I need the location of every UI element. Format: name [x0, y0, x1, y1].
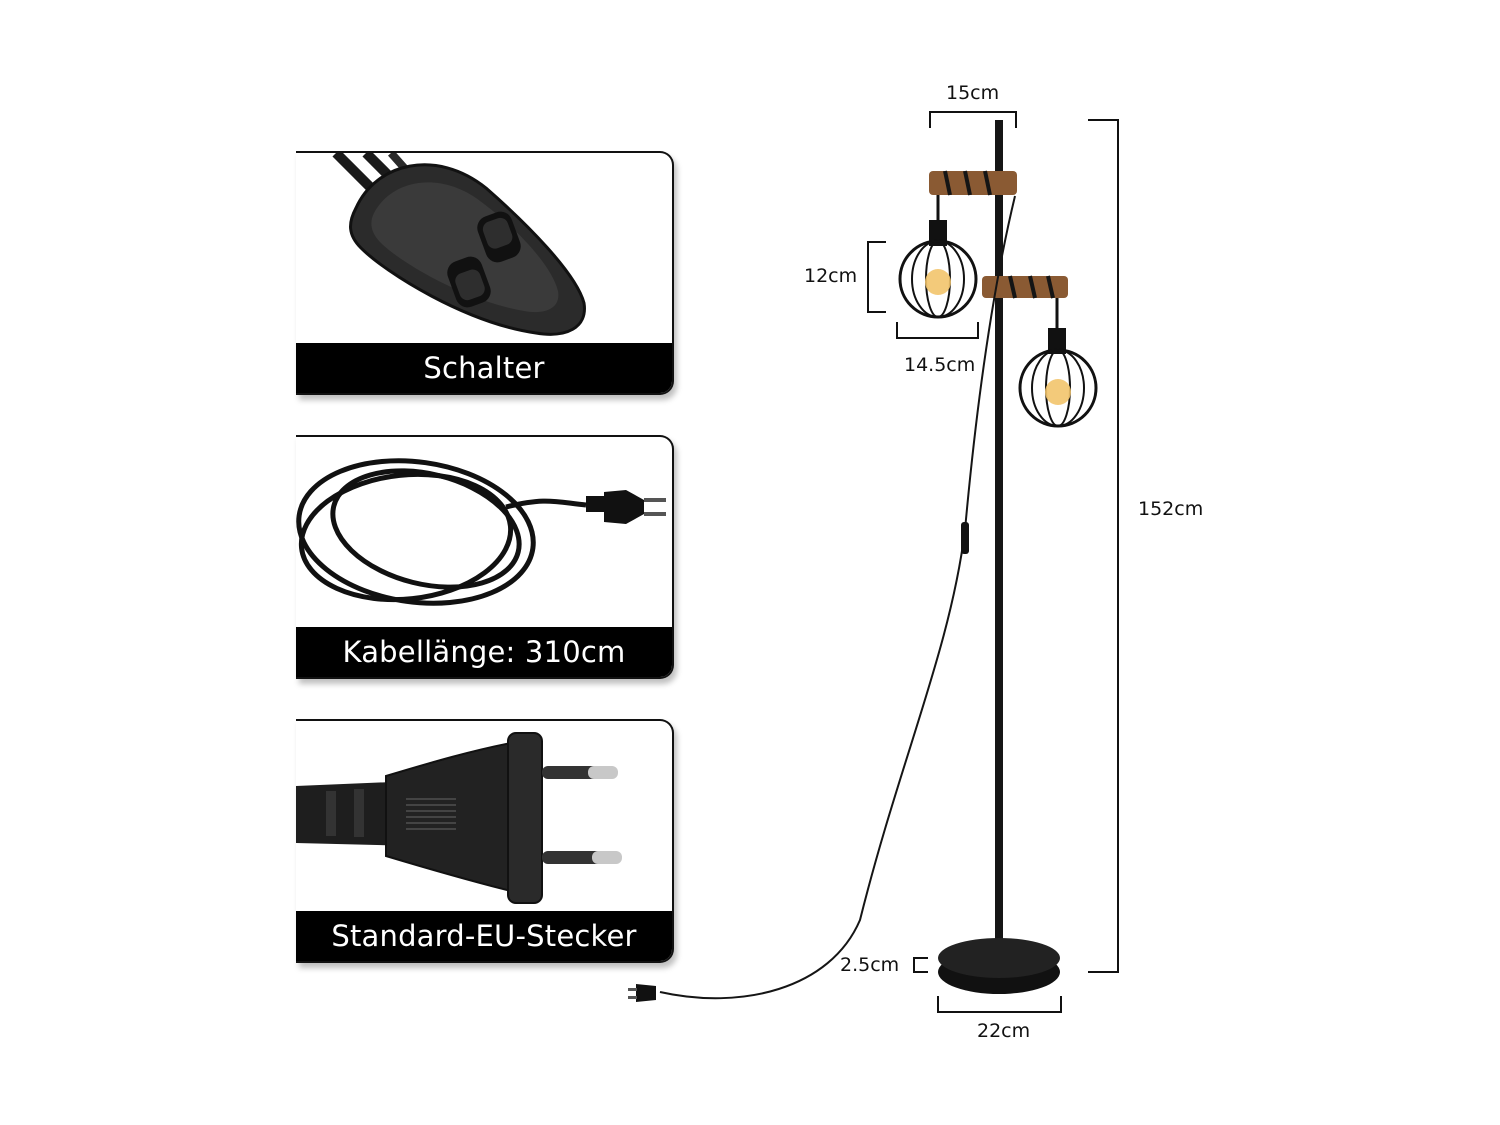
shade-width-dimension-line: [896, 322, 979, 339]
lower-wood-arm: [982, 275, 1068, 299]
lamp-pole: [995, 120, 1003, 955]
lower-cage-shade: [1018, 298, 1098, 428]
lamp-cable: [659, 195, 1016, 1000]
eu-plug-caption: Standard-EU-Stecker: [296, 911, 672, 961]
small-plug-icon: [628, 984, 656, 1002]
top-width-label: 15cm: [946, 82, 1000, 104]
base-width-dimension-line: [937, 996, 1062, 1013]
shade-height-dimension-line: [867, 241, 886, 313]
cable-length-caption: Kabellänge: 310cm: [296, 627, 672, 677]
upper-wood-arm: [929, 170, 1017, 196]
inline-switch: [961, 522, 969, 554]
total-height-label: 152cm: [1138, 498, 1204, 520]
upper-cage-shade: [898, 195, 978, 319]
switch-caption: Schalter: [296, 343, 672, 393]
plug-detail-panel: Standard-EU-Stecker: [296, 719, 674, 963]
shade-height-label: 12cm: [804, 265, 858, 287]
power-cord-icon: [296, 458, 666, 606]
eu-plug-icon: [296, 732, 622, 904]
shade-width-label: 14.5cm: [904, 354, 976, 376]
height-dimension-line: [1088, 119, 1119, 973]
cable-detail-panel: Kabellänge: 310cm: [296, 435, 674, 679]
base-height-label: 2.5cm: [840, 954, 900, 976]
base-height-dimension-line: [913, 957, 928, 973]
floor-lamp-illustration: [628, 111, 1119, 1013]
switch-detail-panel: Schalter: [296, 151, 674, 395]
inline-switch-icon: [332, 153, 586, 336]
top-width-dimension-line: [929, 111, 1017, 128]
base-width-label: 22cm: [977, 1020, 1031, 1042]
